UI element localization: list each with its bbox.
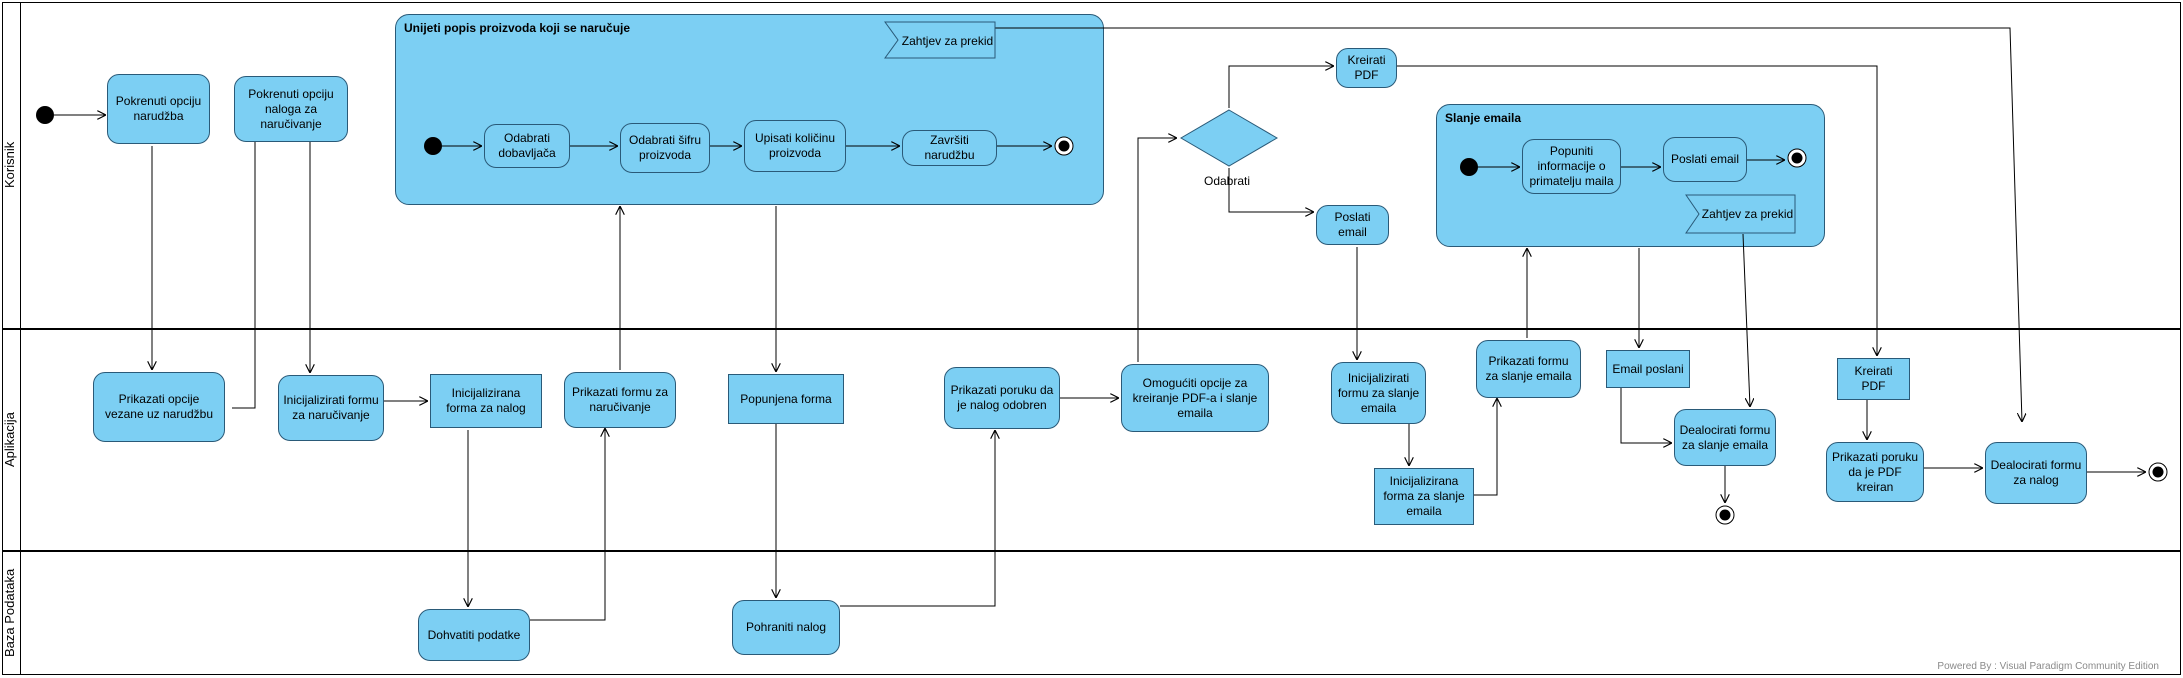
lane-divider-2 [2,550,2180,552]
decision-node [1180,109,1278,167]
object-kreirati-pdf: Kreirati PDF [1837,358,1910,400]
activity-prikazati-formu-email: Prikazati formu za slanje emaila [1476,340,1581,398]
flow-pdf-to-kreirati-pdf [1371,65,1877,356]
region-popis-title: Unijeti popis proizvoda koji se naručuje [404,21,631,35]
decision-label: Odabrati [1204,174,1251,188]
activity-omoguciti-opcije: Omogućiti opcije za kreiranje PDF-a i sl… [1121,364,1269,432]
flow-dohvatiti-to-prikazati-formu [530,428,605,621]
diagram-border-top [2,2,2180,3]
initial-node-popis [424,137,442,155]
final-node-main [2148,462,2168,482]
lane-divider-1 [2,328,2180,330]
activity-pokrenuti-narudzba: Pokrenuti opciju narudžba [107,74,210,144]
activity-poslati-email-korisnik: Poslati email [1316,205,1389,245]
activity-kreirati-pdf-korisnik: Kreirati PDF [1336,48,1397,88]
diagram-border-right [2180,2,2181,675]
initial-node-main [36,106,54,124]
signal-shape-email [1685,194,1796,234]
flow-signal-popis-to-dealocirati [995,27,2022,422]
activity-prikazati-poruku-nalog: Prikazati poruku da je nalog odobren [944,367,1060,429]
activity-odabrati-sifru: Odabrati šifru proizvoda [620,123,710,173]
footer-credit: Powered By : Visual Paradigm Community E… [1937,661,2159,672]
activity-prikazati-poruku-pdf: Prikazati poruku da je PDF kreiran [1826,442,1924,502]
activity-zavrsiti-narudzbu: Završiti narudžbu [902,130,997,166]
final-node-popis [1054,136,1074,156]
activity-inicijalizirati-email: Inicijalizirati formu za slanje emaila [1331,362,1426,424]
signal-popis-label: Zahtjev za prekid [901,34,994,48]
flow-forma-email-to-prikazati [1474,398,1497,496]
flow-prikazati-to-pokrenuti-nalog [232,106,255,409]
flow-omoguciti-to-decision [1137,138,1177,362]
activity-popuniti-info: Popuniti informacije o primatelju maila [1522,139,1621,194]
object-email-poslani: Email poslani [1606,350,1690,388]
activity-dohvatiti-podatke: Dohvatiti podatke [418,609,530,661]
lane-label-divider [20,2,21,675]
activity-pohraniti-nalog: Pohraniti nalog [732,600,840,655]
final-node-dealocirati-email [1715,505,1735,525]
activity-dealocirati-nalog: Dealocirati formu za nalog [1985,442,2087,504]
activity-inicijalizirati-narucivanje: Inicijalizirati formu za naručivanje [278,375,384,441]
activity-prikazati-formu-narucivanje: Prikazati formu za naručivanje [564,372,676,428]
flow-emailposlani-to-dealocirati [1620,388,1672,443]
activity-prikazati-opcije: Prikazati opcije vezane uz narudžbu [93,372,225,442]
final-node-email [1787,148,1807,168]
activity-poslati-email-region: Poslati email [1663,137,1747,182]
flow-pohraniti-to-poruka [840,430,995,607]
object-inicijalizirana-email: Inicijalizirana forma za slanje emaila [1374,468,1474,525]
object-inicijalizirana-nalog: Inicijalizirana forma za nalog [430,374,542,428]
activity-upisati-kolicinu: Upisati količinu proizvoda [744,120,846,172]
flow-decision-to-email [1228,168,1314,212]
initial-node-email [1460,158,1478,176]
signal-email-label: Zahtjev za prekid [1701,207,1794,221]
object-popunjena-forma: Popunjena forma [728,374,844,424]
diagram-border-left [2,2,3,675]
flow-decision-to-pdf [1228,66,1334,108]
flow-signal-to-dealocirati [1742,233,1750,407]
activity-odabrati-dobavljaca: Odabrati dobavljača [484,124,570,168]
activity-pokrenuti-nalog: Pokrenuti opciju naloga za naručivanje [234,76,348,142]
signal-shape-popis [884,21,996,59]
diagram-border-bottom [2,674,2180,675]
activity-dealocirati-email: Dealocirati formu za slanje emaila [1674,409,1776,466]
region-email-title: Slanje emaila [1445,111,1522,125]
